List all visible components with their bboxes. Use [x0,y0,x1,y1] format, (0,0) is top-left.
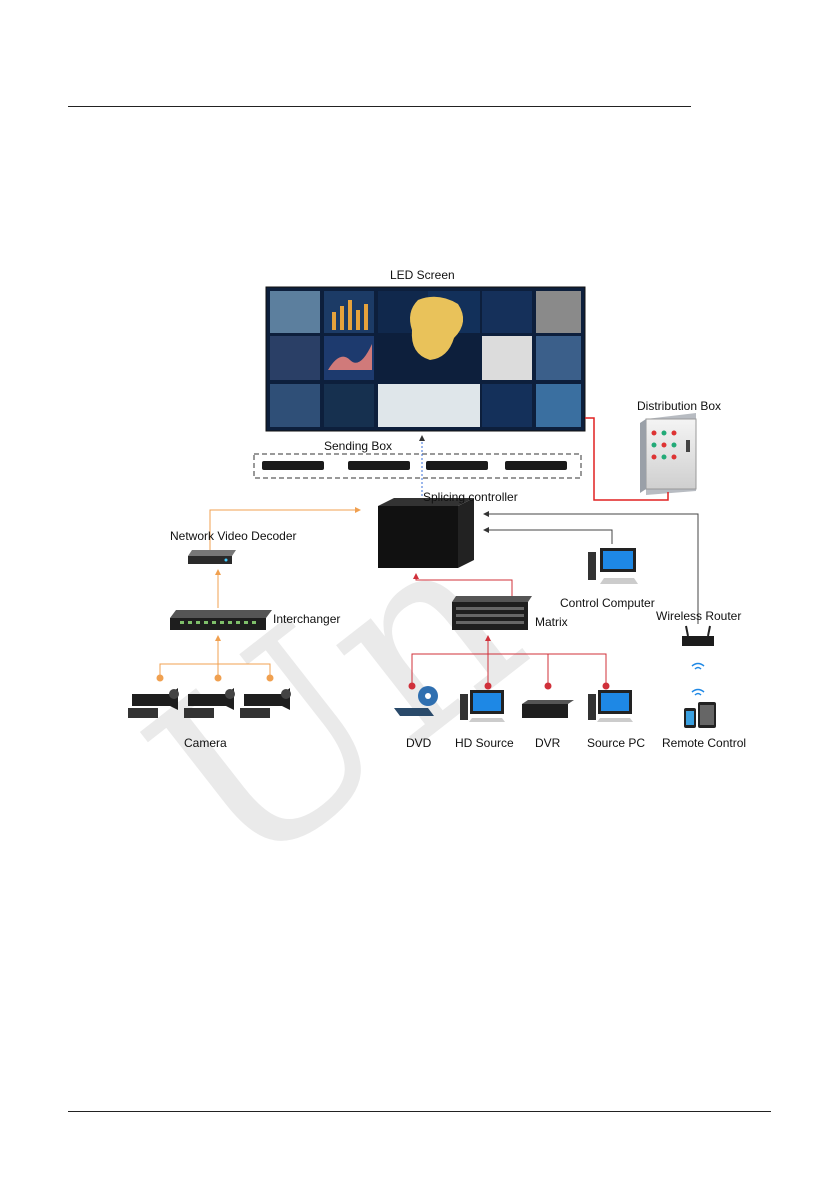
sending-box-icon [348,461,410,470]
sending-box-label: Sending Box [324,439,392,453]
camera-label: Camera [184,736,227,750]
decoder-icon [188,550,236,564]
network-video-decoder-label: Network Video Decoder [170,529,297,543]
camera-icon [128,688,179,718]
splicing-controller-label: Splicing controller [423,490,518,504]
sending-box-icon [505,461,567,470]
distribution-box-icon [640,413,696,495]
source-pc-label: Source PC [587,736,645,750]
router-icon [682,626,714,646]
hd-source-label: HD Source [455,736,514,750]
camera-icon [184,688,235,718]
interchanger-label: Interchanger [273,612,340,626]
computer-icon [588,690,633,722]
computer-icon [588,548,638,584]
sending-box-group [254,454,581,478]
sending-box-icon [426,461,488,470]
matrix-label: Matrix [535,615,568,629]
matrix-icon [452,596,532,630]
computer-icon [460,690,505,722]
controller-icon [378,498,474,568]
wifi-signal-icon [692,664,704,696]
dvd-player-icon [394,686,438,716]
tablet-icon [698,702,716,728]
sending-box-icon [262,461,324,470]
phone-icon [684,708,696,728]
led-screen [266,287,585,431]
camera-icon [240,688,291,718]
switch-icon [170,610,272,630]
dvr-icon [522,700,574,718]
dvd-label: DVD [406,736,431,750]
dvr-label: DVR [535,736,560,750]
control-computer-label: Control Computer [560,596,655,610]
distribution-box-label: Distribution Box [637,399,721,413]
wireless-router-label: Wireless Router [656,609,741,623]
remote-control-label: Remote Control [662,736,746,750]
led-screen-label: LED Screen [390,268,455,282]
